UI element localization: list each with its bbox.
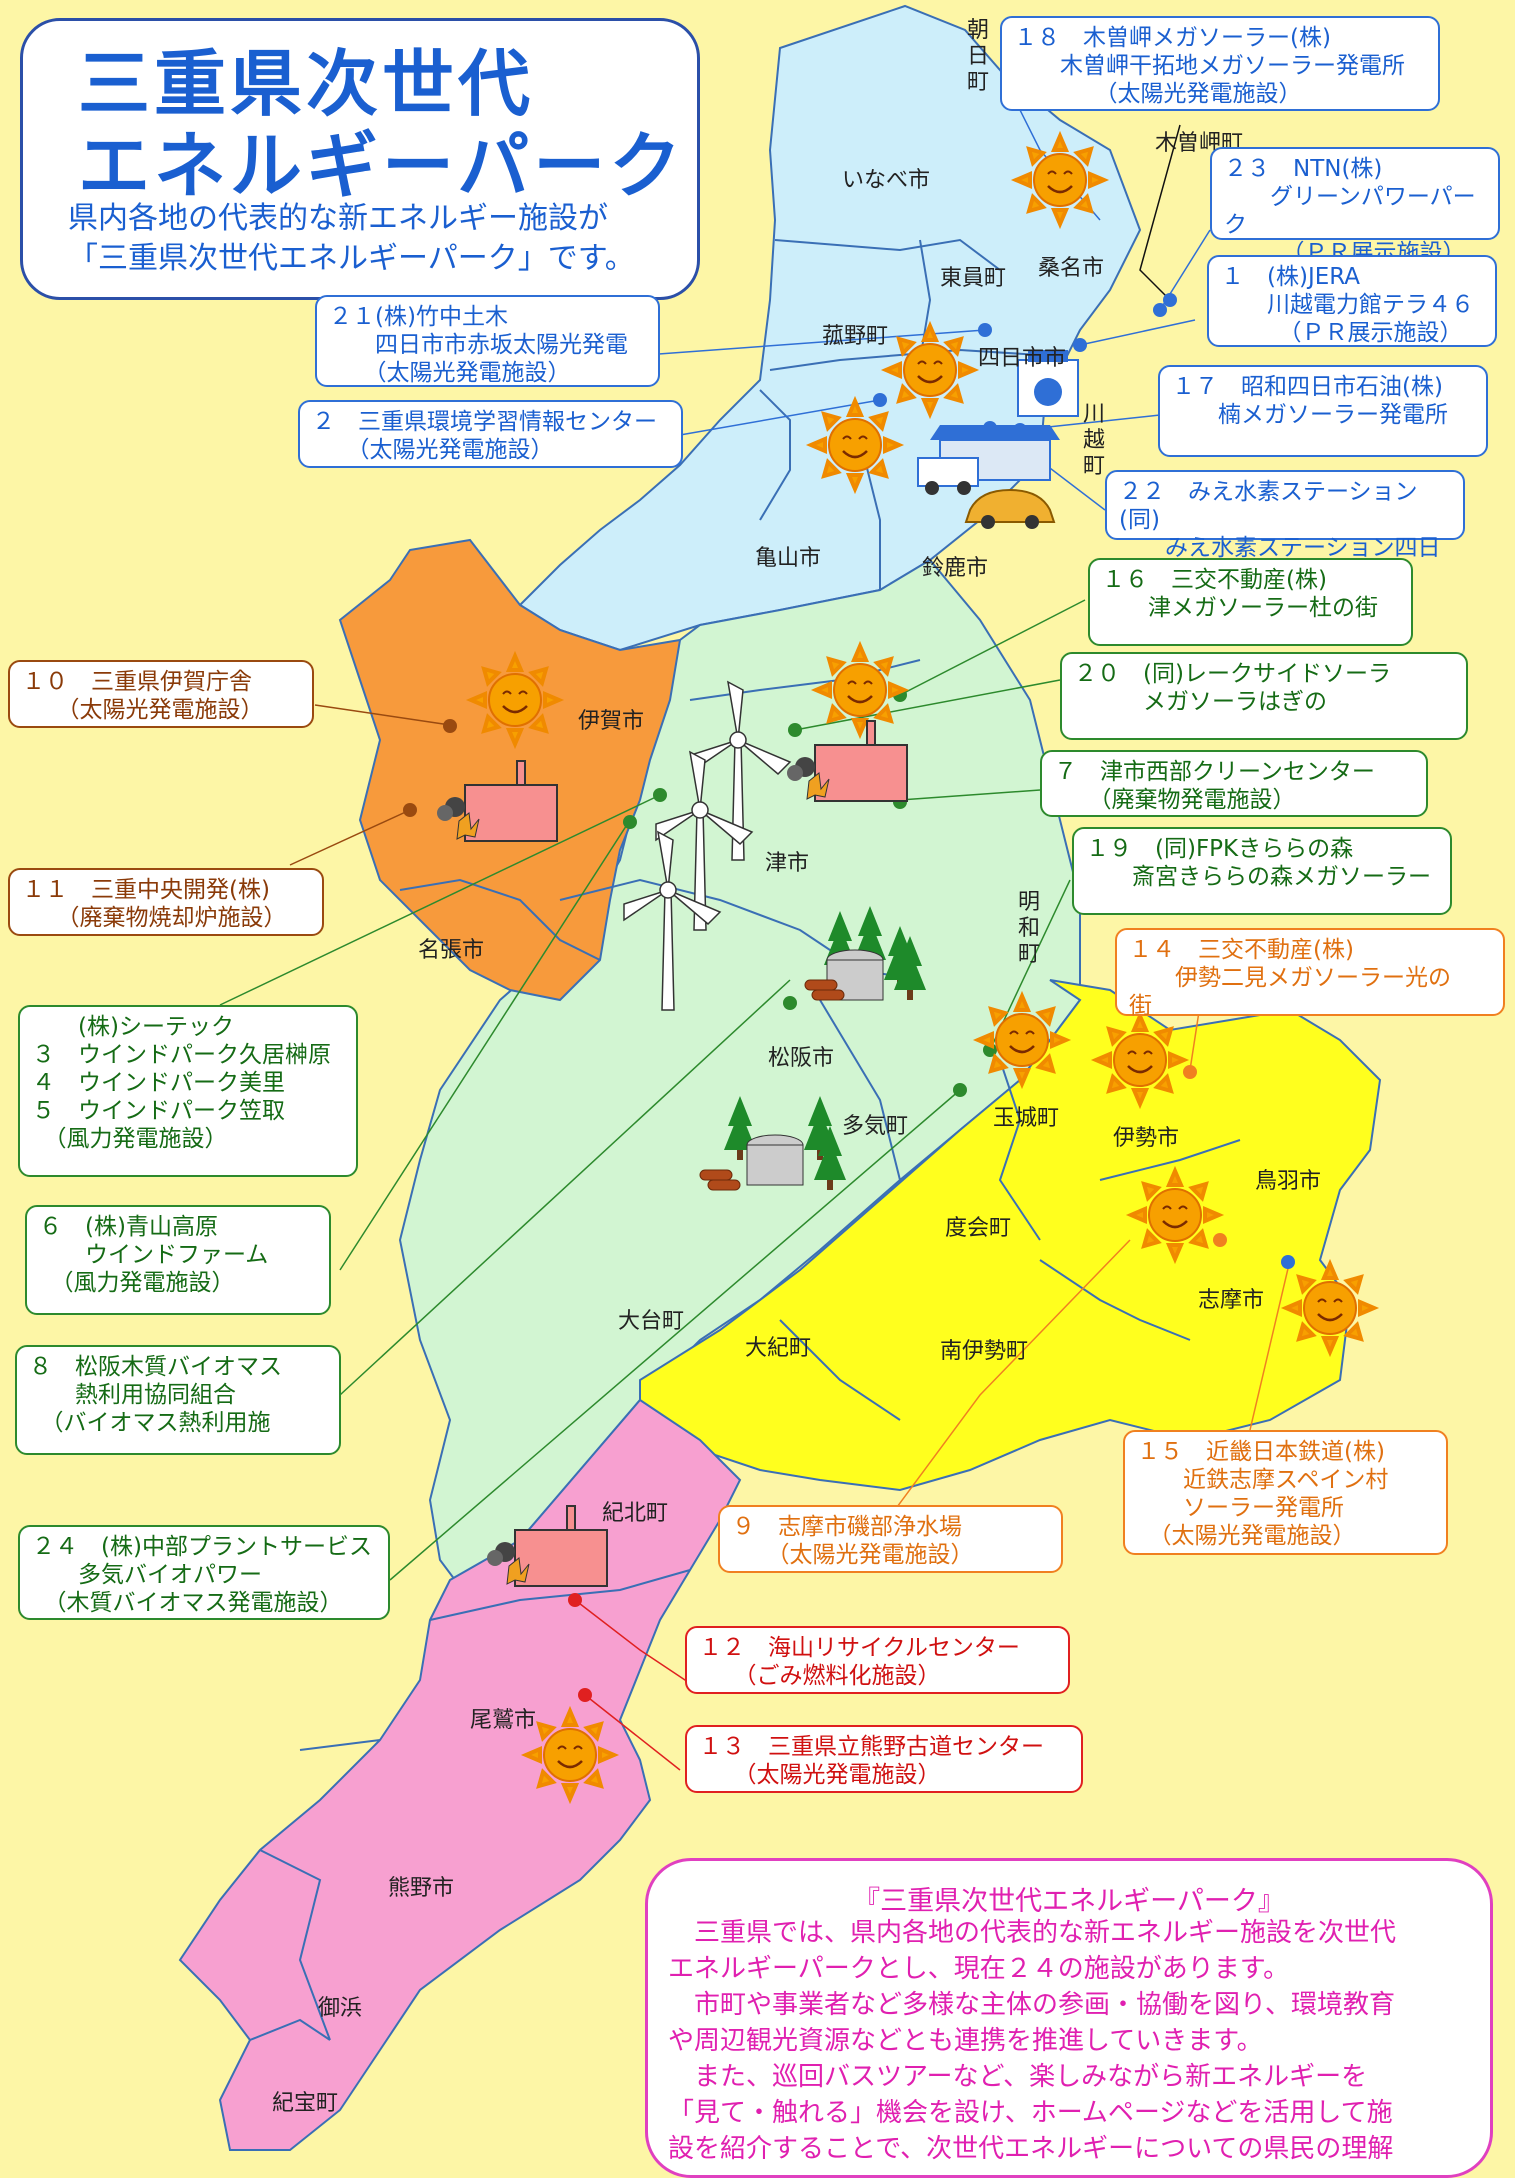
municipality-label: 熊野市 [388,1876,455,1901]
municipality-label: 玉城町 [993,1106,1060,1131]
facility-callout-12: １２ 海山リサイクルセンター （ごみ燃料化施設） [685,1626,1070,1694]
south-region [178,1398,742,2151]
municipality-label: 尾鷲市 [470,1708,537,1733]
facility-callout-16: １６ 三交不動産(株) 津メガソーラー杜の街 [1088,558,1413,646]
facility-callout-23: ２３ NTN(株) グリーンパワーパーク （ＰＲ展示施設） [1210,147,1500,266]
facility-callout-24: ２４ (株)中部プラントサービス 多気バイオパワー （木質バイオマス発電施設） [18,1525,390,1620]
page-subtitle: 県内各地の代表的な新エネルギー施設が 「三重県次世代エネルギーパーク」です。 [68,201,635,276]
power-plant-icon [1017,350,1079,417]
facility-callout-18: １８ 木曽岬メガソーラー(株) 木曽岬干拓地メガソーラー発電所 （太陽光発電施設… [1000,16,1440,111]
facility-callout-6: ６ (株)青山高原 ウインドファーム （風力発電施設） [25,1205,331,1315]
facility-callout-9: ９ 志摩市磯部浄水場 （太陽光発電施設） [718,1505,1063,1573]
info-title: 『三重県次世代エネルギーパーク』 [853,1886,1285,1917]
municipality-label: 東員町 [940,266,1007,291]
municipality-label: 伊賀市 [578,709,645,734]
facility-callout-21: ２１(株)竹中土木 四日市市赤坂太陽光発電 （太陽光発電施設） [315,295,660,387]
facility-callout-13: １３ 三重県立熊野古道センター （太陽光発電施設） [685,1725,1083,1793]
municipality-label-asahi: 朝 日 町 [966,18,989,95]
municipality-label: 紀宝町 [272,2091,339,2116]
facility-callout-14: １４ 三交不動産(株) 伊勢二見メガソーラー光の 街 [1115,928,1505,1019]
municipality-label: いなべ市 [842,168,931,193]
municipality-label: 度会町 [945,1216,1012,1241]
info-body: 三重県では、県内各地の代表的な新エネルギー施設を次世代 エネルギーパークとし、現… [668,1918,1397,2164]
municipality-label-meiwa: 明 和 町 [1017,890,1040,967]
facility-callout-2: ２ 三重県環境学習情報センター （太陽光発電施設） [298,400,683,468]
municipality-label: 亀山市 [755,546,822,571]
facility-callout-10: １０ 三重県伊賀庁舎 （太陽光発電施設） [8,660,314,728]
municipality-label: 志摩市 [1198,1288,1265,1313]
facility-callout-17: １７ 昭和四日市石油(株) 楠メガソーラー発電所 [1158,365,1488,457]
municipality-label: 御浜 [318,1996,363,2021]
facility-callout-11: １１ 三重中央開発(株) （廃棄物焼却炉施設） [8,868,324,936]
facility-callout-8: ８ 松阪木質バイオマス 熱利用協同組合 （バイオマス熱利用施 [15,1345,341,1455]
municipality-label: 名張市 [418,938,485,963]
facility-callout-15: １５ 近畿日本鉄道(株) 近鉄志摩スペイン村 ソーラー発電所 （太陽光発電施設） [1123,1430,1448,1555]
biomass-icons [699,906,926,1191]
municipality-label: 菰野町 [822,324,889,349]
municipality-label: 松阪市 [768,1046,835,1071]
title-panel: 三重県次世代 エネルギーパーク 県内各地の代表的な新エネルギー施設が 「三重県次… [20,18,700,300]
hydrogen-station-icon [917,425,1060,529]
facility-callout-7: ７ 津市西部クリーンセンター （廃棄物発電施設） [1040,750,1428,817]
municipality-label: 津市 [765,851,810,876]
ise-shima-region [639,979,1382,1492]
info-panel: 『三重県次世代エネルギーパーク』 三重県では、県内各地の代表的な新エネルギー施設… [645,1858,1493,2178]
facility-callout-3-4-5: (株)シーテック ３ ウインドパーク久居榊原 ４ ウインドパーク美里 ５ ウイン… [18,1005,358,1177]
municipality-label: 大紀町 [745,1336,812,1361]
facility-callout-19: １９ (同)FPKきららの森 斎宮きららの森メガソーラー [1072,827,1452,915]
facility-callout-20: ２０ (同)レークサイドソーラ メガソーラはぎの [1060,652,1468,740]
municipality-label: 伊勢市 [1113,1126,1180,1151]
page-title: 三重県次世代 エネルギーパーク [78,42,686,208]
municipality-label: 南伊勢町 [940,1339,1029,1364]
municipality-label: 桑名市 [1038,256,1105,281]
municipality-label: 鈴鹿市 [922,556,989,581]
municipality-label: 四日市市 [978,346,1067,371]
municipality-label: 紀北町 [602,1501,669,1526]
municipality-label-kawagoe: 川 越 町 [1082,402,1105,479]
municipality-label: 大台町 [618,1309,685,1334]
facility-callout-1: １ (株)JERA 川越電力館テラ４６ （ＰＲ展示施設） [1207,255,1497,347]
municipality-label: 鳥羽市 [1255,1169,1322,1194]
municipality-label: 多気町 [842,1114,909,1139]
facility-callout-22: ２２ みえ水素ステーション(同) みえ水素ステーション四日市 [1105,470,1465,589]
